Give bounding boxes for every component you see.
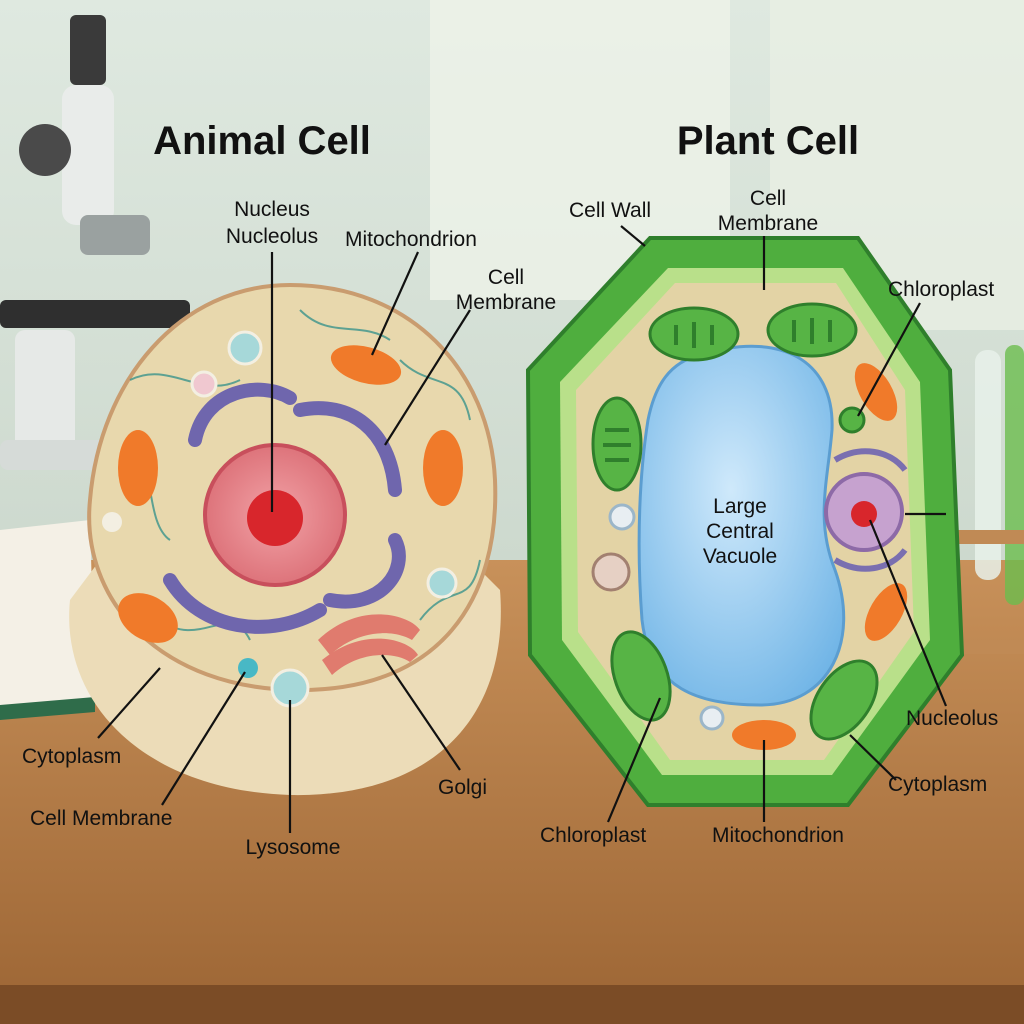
test-tubes-icon bbox=[950, 345, 1024, 654]
label-cell-wall: Cell Wall bbox=[569, 199, 652, 222]
plant-thylakoids bbox=[603, 318, 832, 462]
label-chloroplast-plant-top: Chloroplast bbox=[888, 278, 995, 301]
label-nucleolus-plant: Nucleolus bbox=[906, 707, 999, 730]
label-cell-membrane-animal-top: Cell Membrane bbox=[455, 266, 557, 314]
plant-cell-model bbox=[525, 236, 965, 807]
plant-small-vesicles bbox=[591, 503, 725, 731]
animal-cell-title: Animal Cell bbox=[153, 119, 371, 163]
label-lysosome: Lysosome bbox=[245, 836, 341, 859]
plant-cell-title: Plant Cell bbox=[676, 119, 860, 163]
animal-lysosomes bbox=[102, 330, 458, 708]
plant-nucleolus bbox=[851, 501, 877, 527]
animal-rough-er bbox=[163, 382, 406, 634]
plant-vacuole bbox=[637, 344, 846, 707]
label-cell-membrane-plant: Cell Membrane bbox=[717, 187, 819, 235]
label-chloroplast-plant-bottom: Chloroplast bbox=[540, 824, 647, 847]
animal-golgi bbox=[318, 614, 420, 675]
open-book-icon bbox=[0, 520, 95, 720]
label-mitochondrion-plant: Mitochondrion bbox=[712, 824, 844, 847]
plant-chloroplasts bbox=[591, 302, 879, 741]
label-cytoplasm-animal: Cytoplasm bbox=[22, 745, 122, 768]
label-cytoplasm-plant: Cytoplasm bbox=[888, 773, 988, 796]
label-mitochondrion-animal: Mitochondrion bbox=[345, 228, 477, 251]
label-nucleolus-animal: Nucleolus bbox=[225, 225, 319, 248]
microscope-icon bbox=[0, 15, 190, 470]
label-golgi: Golgi bbox=[438, 776, 488, 799]
label-nucleus: Nucleus bbox=[234, 198, 310, 221]
animal-mitochondria bbox=[118, 345, 463, 643]
animal-cell-model bbox=[69, 282, 501, 796]
animal-nucleolus bbox=[247, 490, 303, 546]
leader-lines bbox=[97, 225, 948, 833]
plant-mitochondria bbox=[732, 363, 908, 750]
label-cell-membrane-animal-bottom: Cell Membrane bbox=[30, 807, 173, 830]
plant-er bbox=[833, 448, 908, 572]
label-large-central-vacuole: Large Central Vacuole bbox=[702, 495, 778, 568]
